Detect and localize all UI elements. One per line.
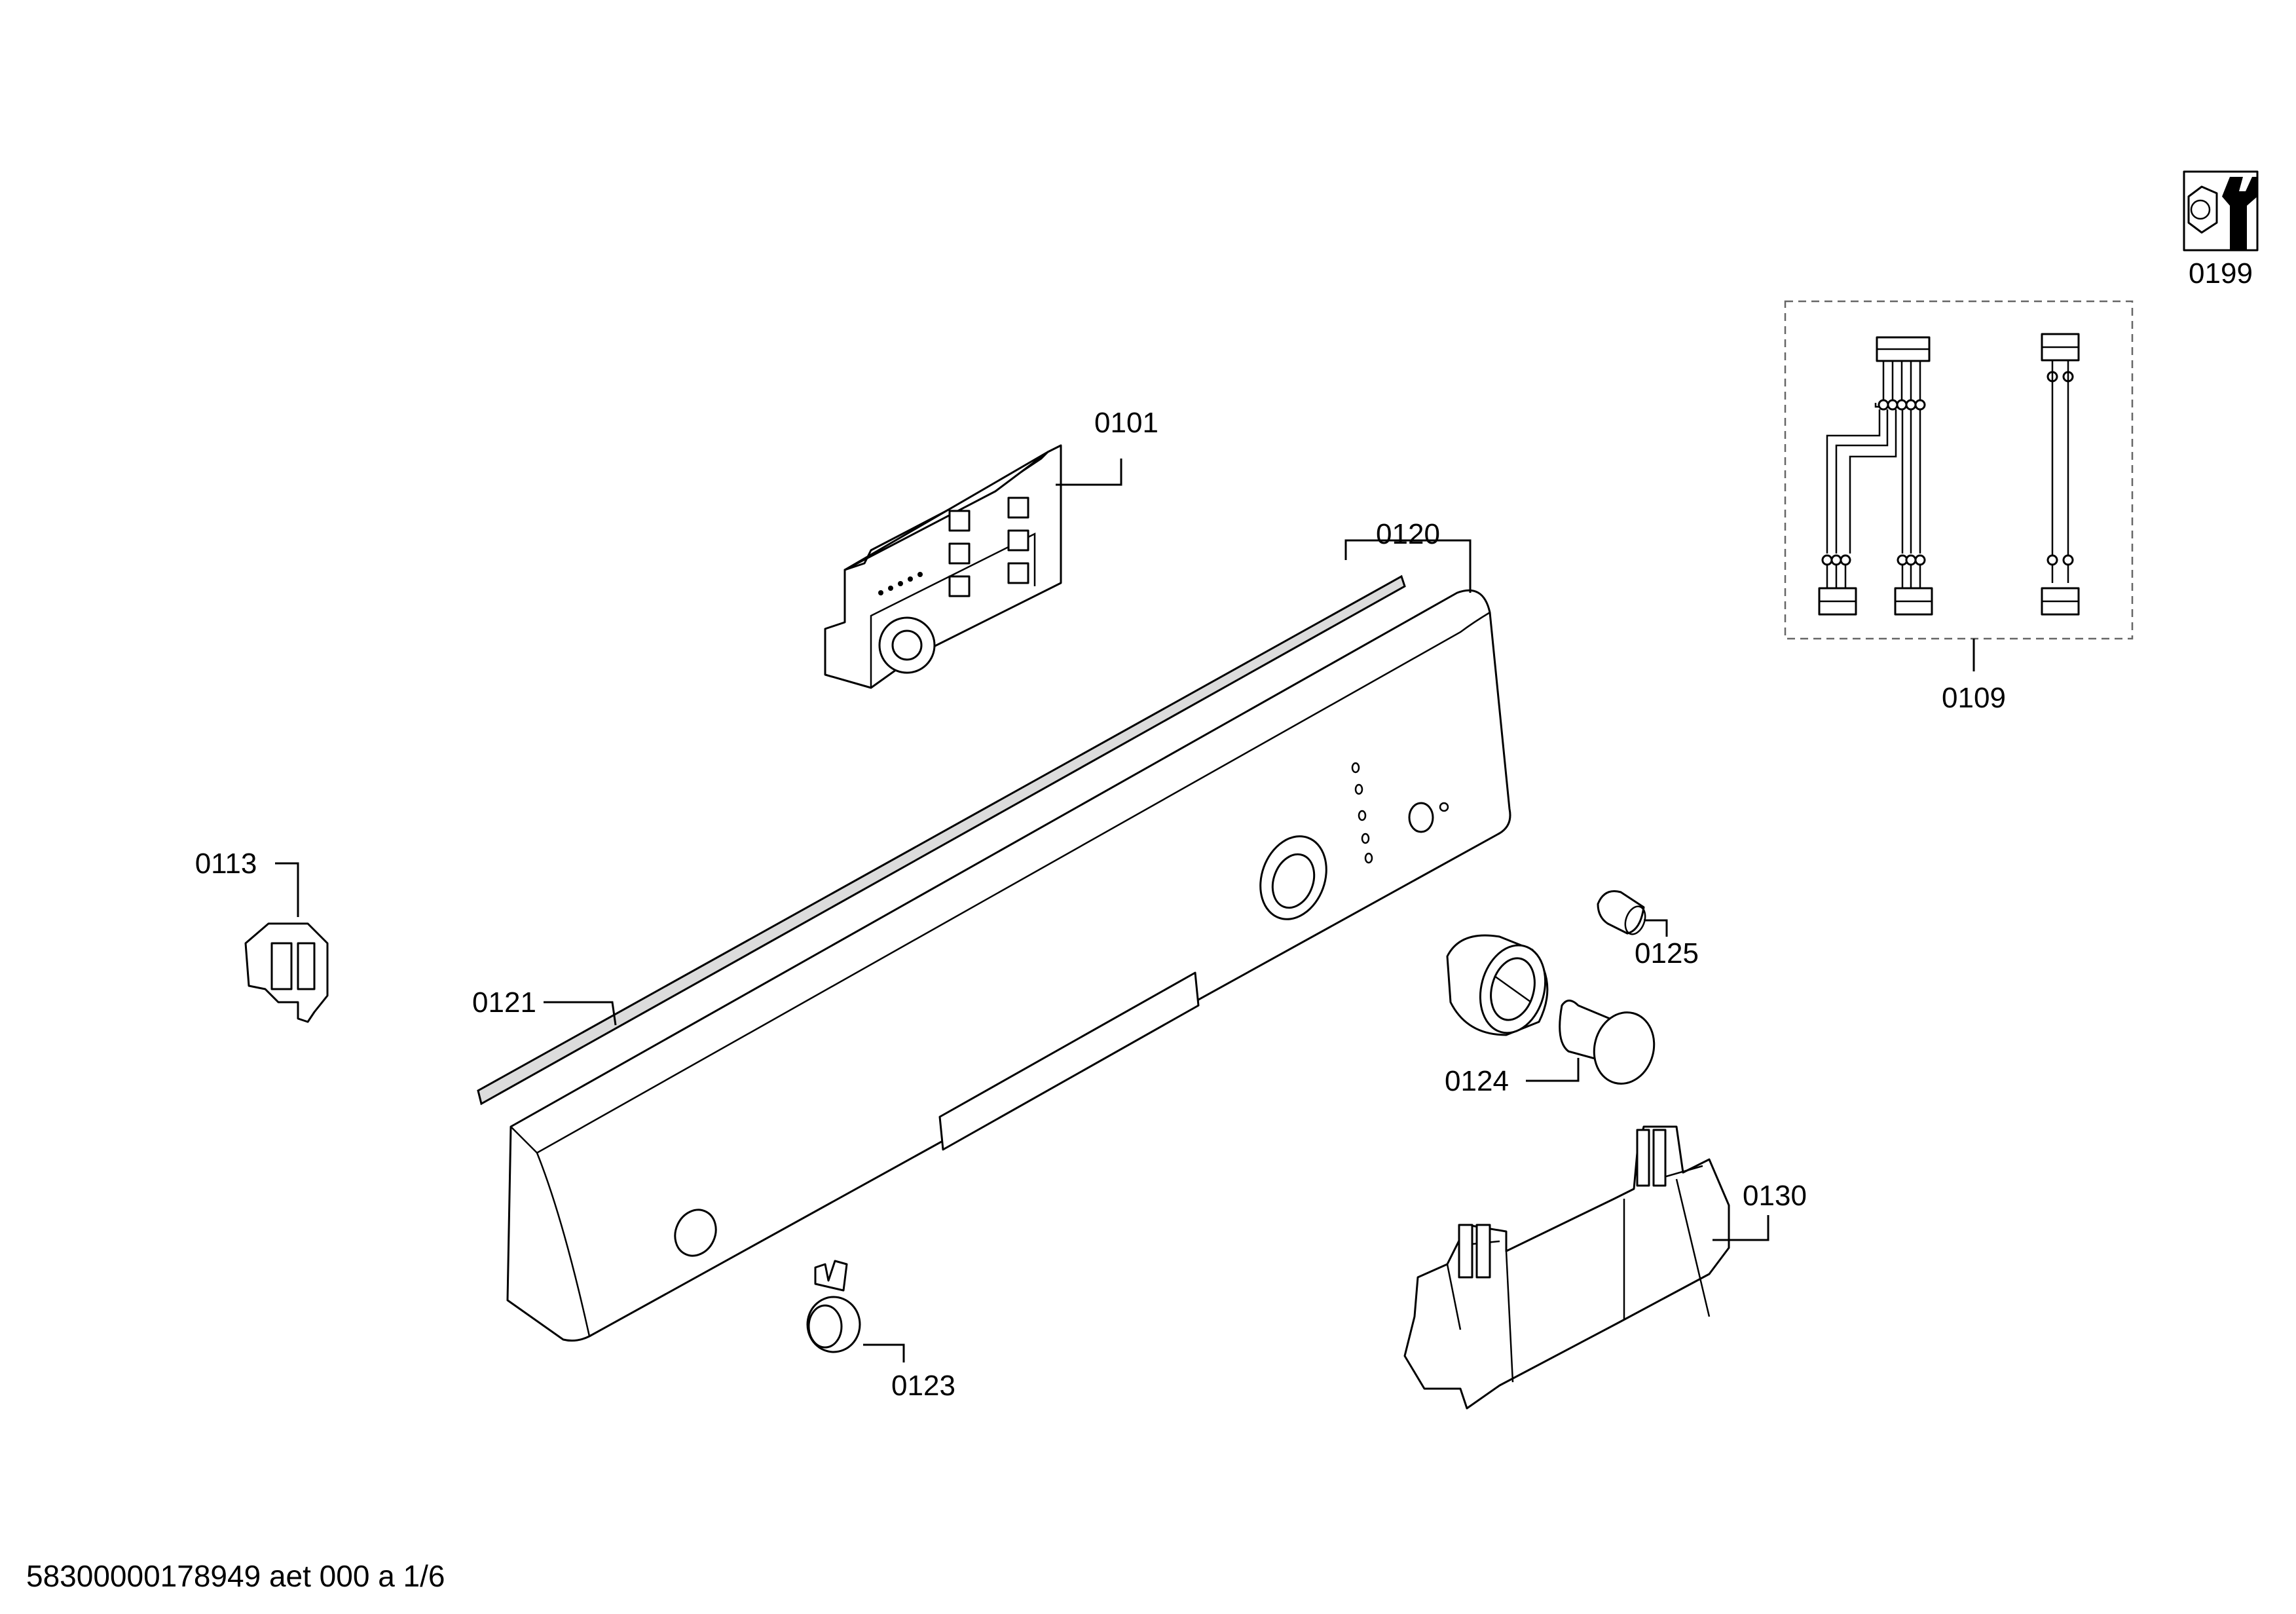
leader-0125 xyxy=(1644,919,1668,937)
part-0199-service-icon xyxy=(2183,170,2259,252)
part-0123-push-button xyxy=(806,1260,861,1353)
callout-0130: 0130 xyxy=(1743,1180,1807,1212)
leader-0120 xyxy=(1344,539,1472,593)
leader-0123 xyxy=(863,1343,905,1362)
part-0109-wiring-harness xyxy=(1818,333,2080,616)
part-0130-bracket xyxy=(1403,1125,1730,1410)
callout-0125: 0125 xyxy=(1635,937,1699,969)
leader-0101 xyxy=(1056,459,1122,486)
part-0124-push-shaft xyxy=(1559,1000,1656,1085)
leader-0121 xyxy=(544,1001,617,1026)
part-0120-control-panel xyxy=(506,589,1511,1342)
callout-0123: 0123 xyxy=(891,1370,955,1402)
callout-0199: 0199 xyxy=(2189,257,2253,290)
callout-0120: 0120 xyxy=(1376,518,1440,550)
document-id: 58300000178949 aet 000 a 1/6 xyxy=(26,1559,445,1593)
part-0124-rotary-knob xyxy=(1446,934,1549,1036)
callout-0101: 0101 xyxy=(1094,407,1158,439)
part-0125-knob-cap xyxy=(1597,890,1646,935)
leader-0124 xyxy=(1526,1058,1580,1082)
callout-0113: 0113 xyxy=(195,848,257,880)
part-0121-trim-strip xyxy=(477,574,1406,1106)
callout-0124: 0124 xyxy=(1445,1065,1509,1097)
callout-0109: 0109 xyxy=(1942,682,2006,714)
leader-0130 xyxy=(1713,1215,1769,1241)
part-0101-electronic-module xyxy=(824,444,1062,689)
callout-0121: 0121 xyxy=(472,986,536,1019)
harness-kit-box xyxy=(1784,300,2134,640)
leader-0113 xyxy=(275,862,299,917)
part-0113-clip xyxy=(244,922,329,1023)
